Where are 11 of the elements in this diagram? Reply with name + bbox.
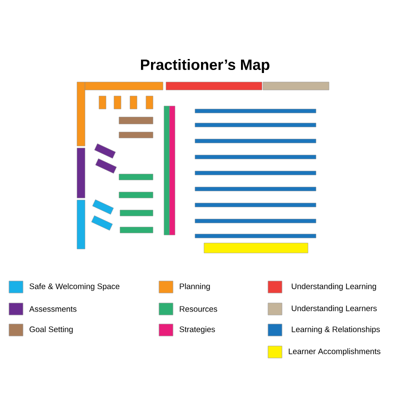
title: Practitioner’s Map <box>140 59 270 73</box>
legend-label: Safe & Welcoming Space <box>30 283 120 291</box>
legend-label: Understanding Learners <box>292 305 377 313</box>
legend-label: Strategies <box>180 326 215 334</box>
legend-label: Understanding Learning <box>292 283 376 291</box>
legend-label: Learning & Relationships <box>292 326 380 334</box>
legend-label: Planning <box>180 283 210 291</box>
legend-label: Resources <box>180 306 218 312</box>
legend-label: Learner Accomplishments <box>288 348 380 356</box>
legend-label: Goal Setting <box>30 326 73 334</box>
legend-label: Assessments <box>29 306 76 312</box>
